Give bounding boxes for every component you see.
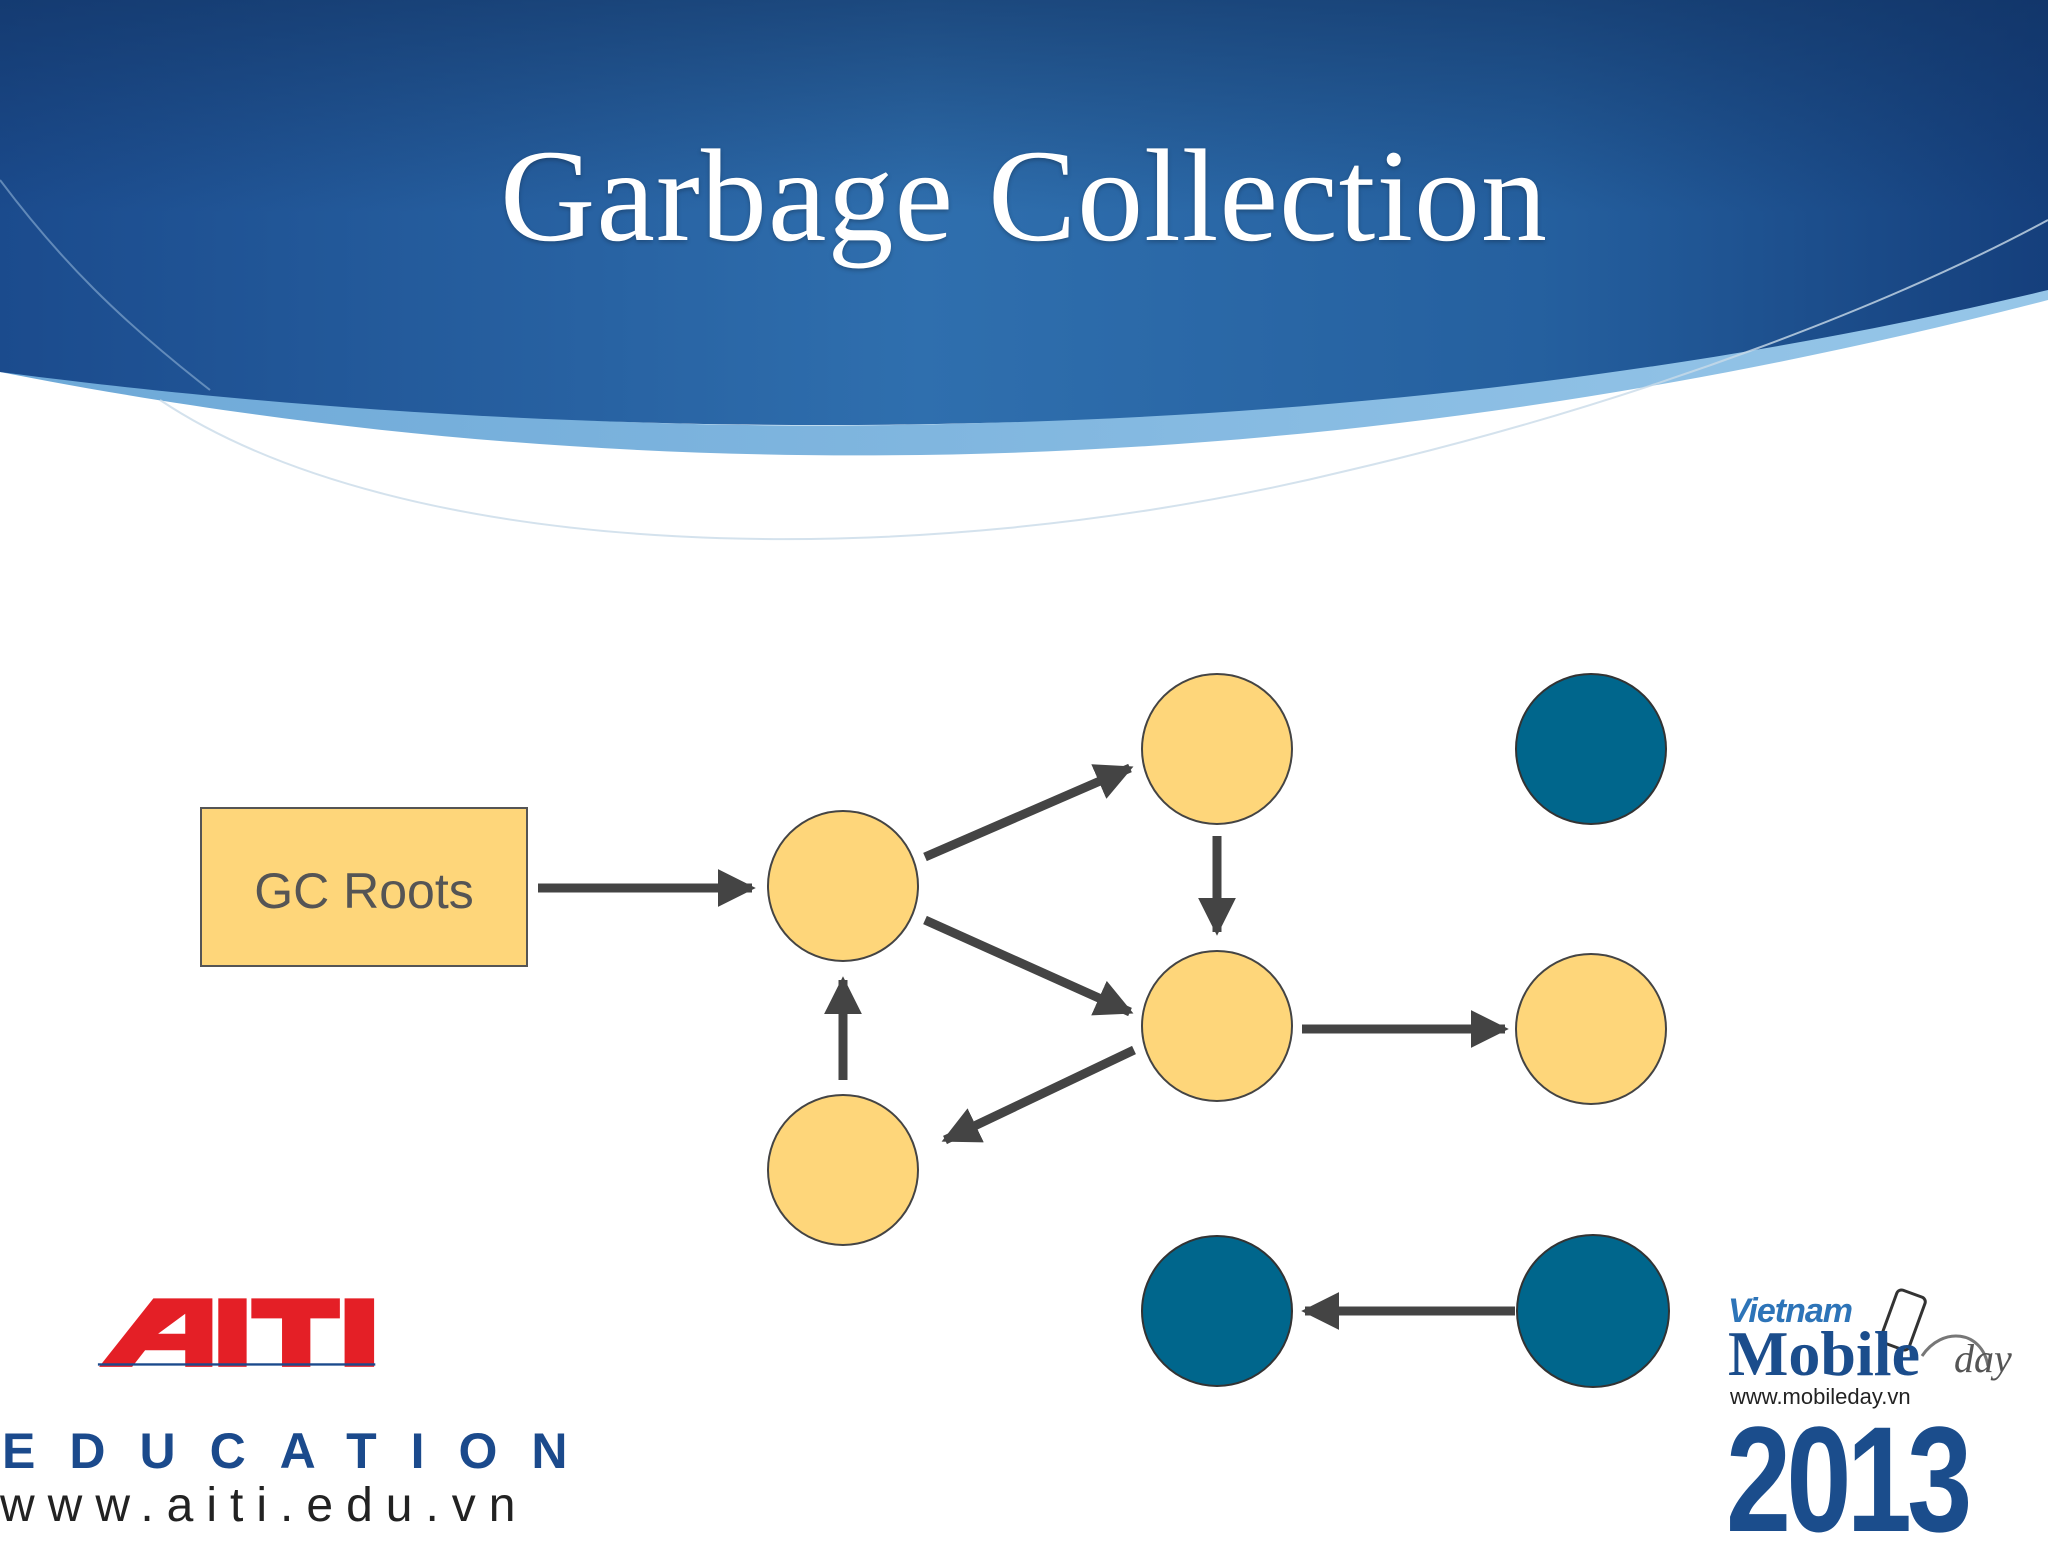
reachable-node-b (1141, 673, 1293, 825)
header-band-shade (0, 0, 2048, 426)
gc-roots-label: GC Roots (254, 863, 474, 919)
vmd-vietnam-text: Vietnam (1728, 1292, 1853, 1330)
arrow-a-to-b (923, 763, 1134, 862)
slide-title: Garbage Collection (500, 122, 1548, 269)
unreachable-node-f (1515, 673, 1667, 825)
aiti-url-text: www.aiti.edu.vn (0, 1479, 529, 1532)
phone-headphones-icon: day (1879, 1288, 2012, 1381)
aiti-wordmark (97, 1298, 376, 1367)
aiti-education-logo: EDUCATION www.aiti.edu.vn (0, 1296, 568, 1536)
arrow-c-to-e (941, 1045, 1136, 1145)
header-curve-line-2 (0, 179, 211, 391)
vietnam-mobile-day-logo: day Vietnam Mobile www.mobileday.vn 2013 (1712, 1286, 2048, 1554)
vmd-mobile-text: Mobile (1728, 1318, 1920, 1389)
vmd-year-text: 2013 (1726, 1395, 1972, 1563)
reachable-node-a (767, 810, 919, 962)
unreachable-node-h (1141, 1235, 1293, 1387)
reachable-node-d (1515, 953, 1667, 1105)
reachable-node-e (767, 1094, 919, 1246)
reachable-node-c (1141, 950, 1293, 1102)
gc-roots-box (200, 807, 528, 967)
header-banner (0, 0, 2048, 541)
unreachable-node-g (1516, 1234, 1670, 1388)
aiti-education-text: EDUCATION (2, 1423, 602, 1479)
header-curve-line (159, 219, 2048, 541)
vmd-day-script: day (1954, 1336, 2012, 1381)
vmd-url-text: www.mobileday.vn (1730, 1384, 1911, 1409)
arrow-a-to-c (923, 915, 1134, 1017)
